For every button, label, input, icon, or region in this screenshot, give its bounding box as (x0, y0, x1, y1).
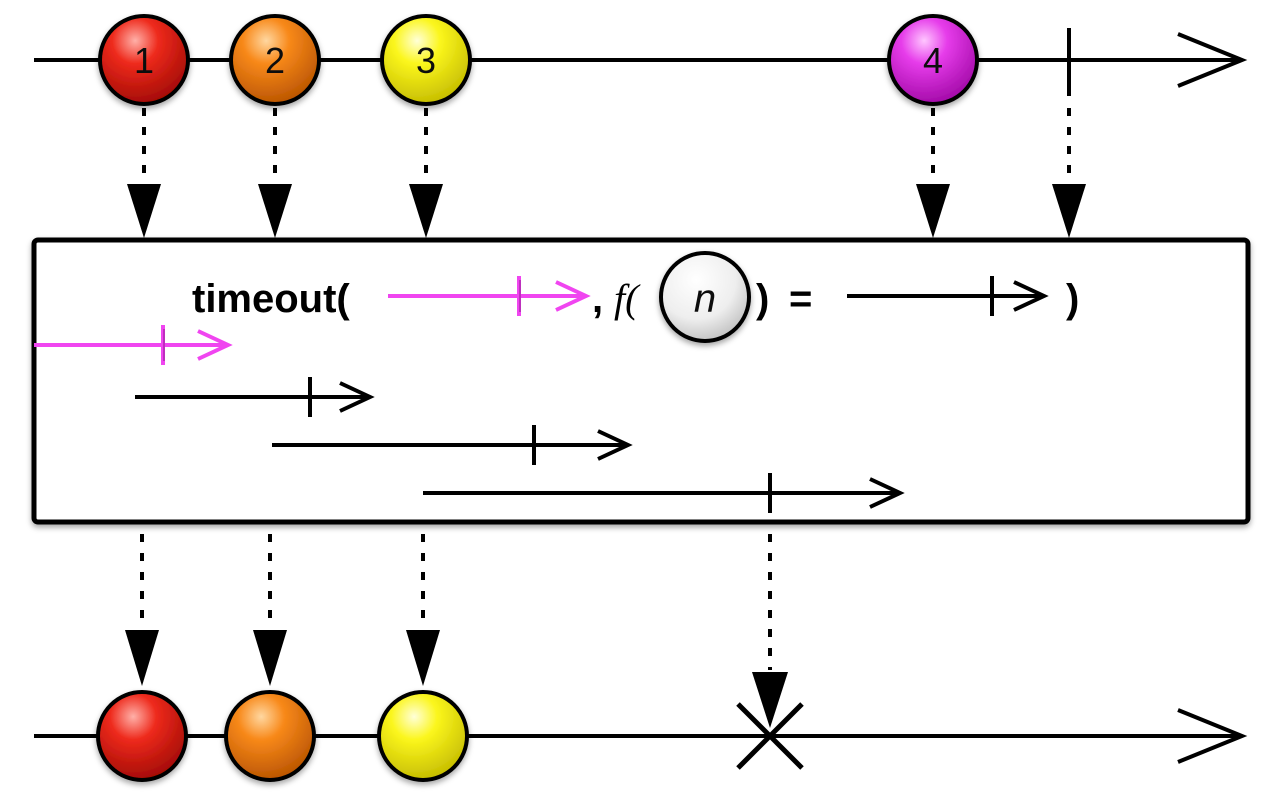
operator-box: timeout( , f( n ) = ) (31, 237, 1251, 525)
operator-close-paren: ) (1066, 277, 1079, 321)
source-marble-label: 4 (923, 40, 943, 81)
operator-to-output-arrows (125, 534, 788, 728)
operator-name: timeout( (192, 277, 350, 321)
item-timer-3 (423, 473, 905, 513)
output-marble-1 (96, 690, 188, 782)
first-timeout-timer-arrow (388, 276, 591, 316)
source-marble-1: 1 (98, 14, 190, 106)
input-arrow-3 (409, 108, 443, 238)
source-marble-2: 2 (229, 14, 321, 106)
source-timeline (34, 28, 1248, 96)
output-arrow-3 (406, 534, 440, 686)
selector-param-label: n (694, 277, 716, 321)
first-timeout-timer (34, 325, 233, 365)
item-timer-1 (135, 377, 375, 417)
input-arrow-4 (916, 108, 950, 238)
input-arrow-complete (1052, 108, 1086, 238)
operator-equals: = (789, 277, 812, 321)
output-timeline (34, 708, 1248, 764)
input-arrow-1 (127, 108, 161, 238)
source-axis-arrowhead (1177, 32, 1248, 88)
selector-param-marble: n (659, 251, 751, 343)
source-marbles: 1 2 3 4 (98, 14, 979, 106)
output-arrow-2 (253, 534, 287, 686)
selector-close-paren: ) (756, 277, 769, 321)
input-arrow-2 (258, 108, 292, 238)
source-marble-label: 2 (265, 40, 285, 81)
output-marble-3 (377, 690, 469, 782)
operator-comma: , (592, 277, 603, 321)
source-marble-label: 1 (134, 40, 154, 81)
selector-function-label: f( (614, 276, 641, 321)
source-marble-4: 4 (887, 14, 979, 106)
selector-result-timer-arrow (847, 276, 1049, 316)
source-marble-3: 3 (380, 14, 472, 106)
output-axis-arrowhead (1177, 708, 1248, 764)
source-marble-label: 3 (416, 40, 436, 81)
operator-box-frame (31, 237, 1251, 525)
output-marble-2 (224, 690, 316, 782)
source-to-operator-arrows (127, 108, 1086, 238)
output-arrow-1 (125, 534, 159, 686)
output-arrow-error (752, 534, 788, 728)
output-marbles (96, 690, 469, 782)
item-timer-2 (272, 425, 633, 465)
output-error-x-icon (736, 702, 804, 770)
